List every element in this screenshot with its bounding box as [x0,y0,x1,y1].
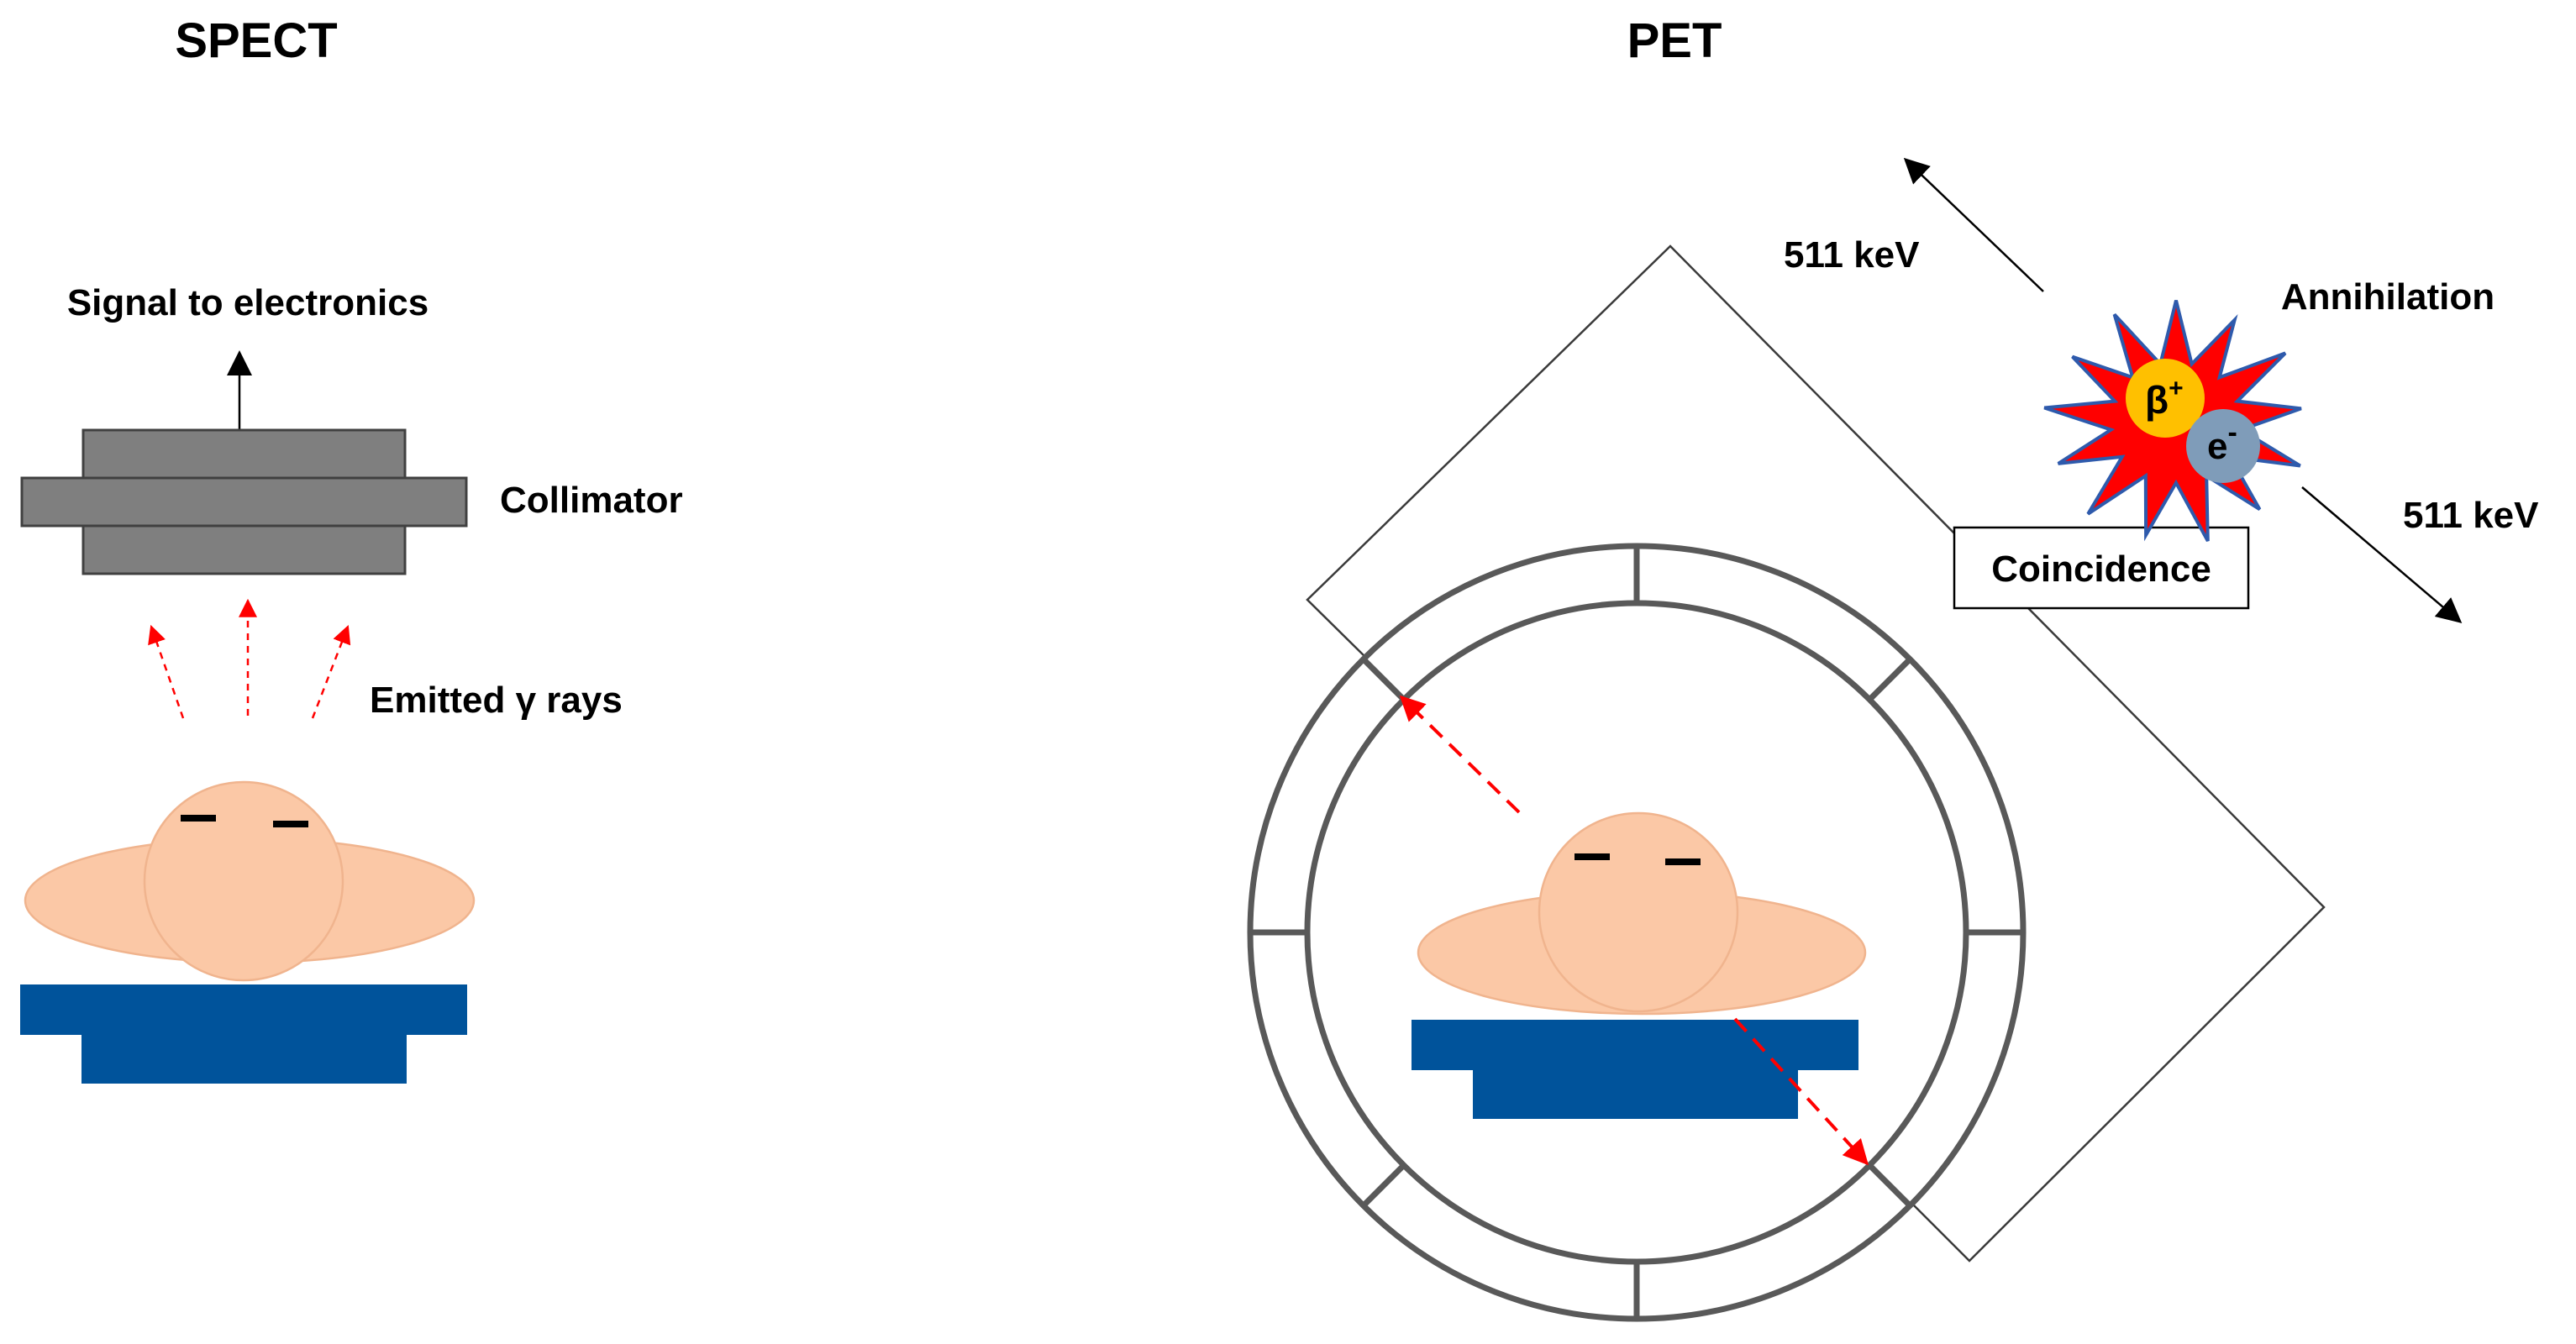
bed-top [20,984,467,1035]
pet-title: PET [1627,13,1722,68]
spect-title: SPECT [175,13,337,68]
emitted-gamma-label: Emitted γ rays [370,680,623,721]
annihilation-label: Annihilation [2281,276,2495,318]
detector-segment-divider [1867,1163,1912,1208]
patient-head [143,780,344,982]
detector-segment-divider [1361,657,1406,702]
spect-bed [20,984,467,1084]
detector-segment-divider [1867,657,1912,702]
collimator-label: Collimator [500,480,683,521]
bed-top [1412,1020,1858,1070]
pet-bed [1412,1020,1858,1119]
patient-head [1538,811,1739,1013]
emitted-gamma-rays [148,598,351,719]
collimator-plate-bottom [81,524,407,575]
spect-panel: SPECT Signal to electronics Collimator E… [20,13,683,1084]
gamma-ray-left [148,624,185,719]
patient-eye-left [181,815,216,822]
collimator-plate-wide [20,476,468,528]
patient-eye-right [1665,858,1701,865]
positron-particle [2126,359,2205,438]
patient-eye-left [1575,853,1610,860]
energy-label-lower: 511 keV [2403,495,2539,536]
signal-label: Signal to electronics [67,282,428,323]
pet-patient [1417,811,1867,1016]
photon-arrow-lower [2301,486,2463,623]
positron-symbol: β+ [2145,375,2184,422]
gamma-photon-upper-left [1399,695,1521,814]
energy-label-upper: 511 keV [1784,234,1920,276]
coincidence-box: Coincidence [1953,526,2250,610]
electron-symbol: e- [2207,417,2237,467]
coincidence-label: Coincidence [1991,549,2211,590]
gamma-photon-lower-right [1733,1017,1869,1166]
spect-patient [24,780,476,982]
coincidence-box-frame [1953,526,2250,610]
bed-base [1473,1070,1798,1119]
patient-eye-right [273,821,308,827]
bed-base [81,1035,407,1084]
collimator-plate-top [81,428,407,480]
pet-panel: PET [1247,13,2539,1322]
gamma-ray-right [311,624,351,719]
annihilation-burst: β+ e- [2043,300,2302,543]
collimator [20,428,468,575]
photon-arrow-upper [1903,157,2044,292]
electron-particle [2186,409,2260,483]
detector-segment-divider [1361,1163,1406,1208]
